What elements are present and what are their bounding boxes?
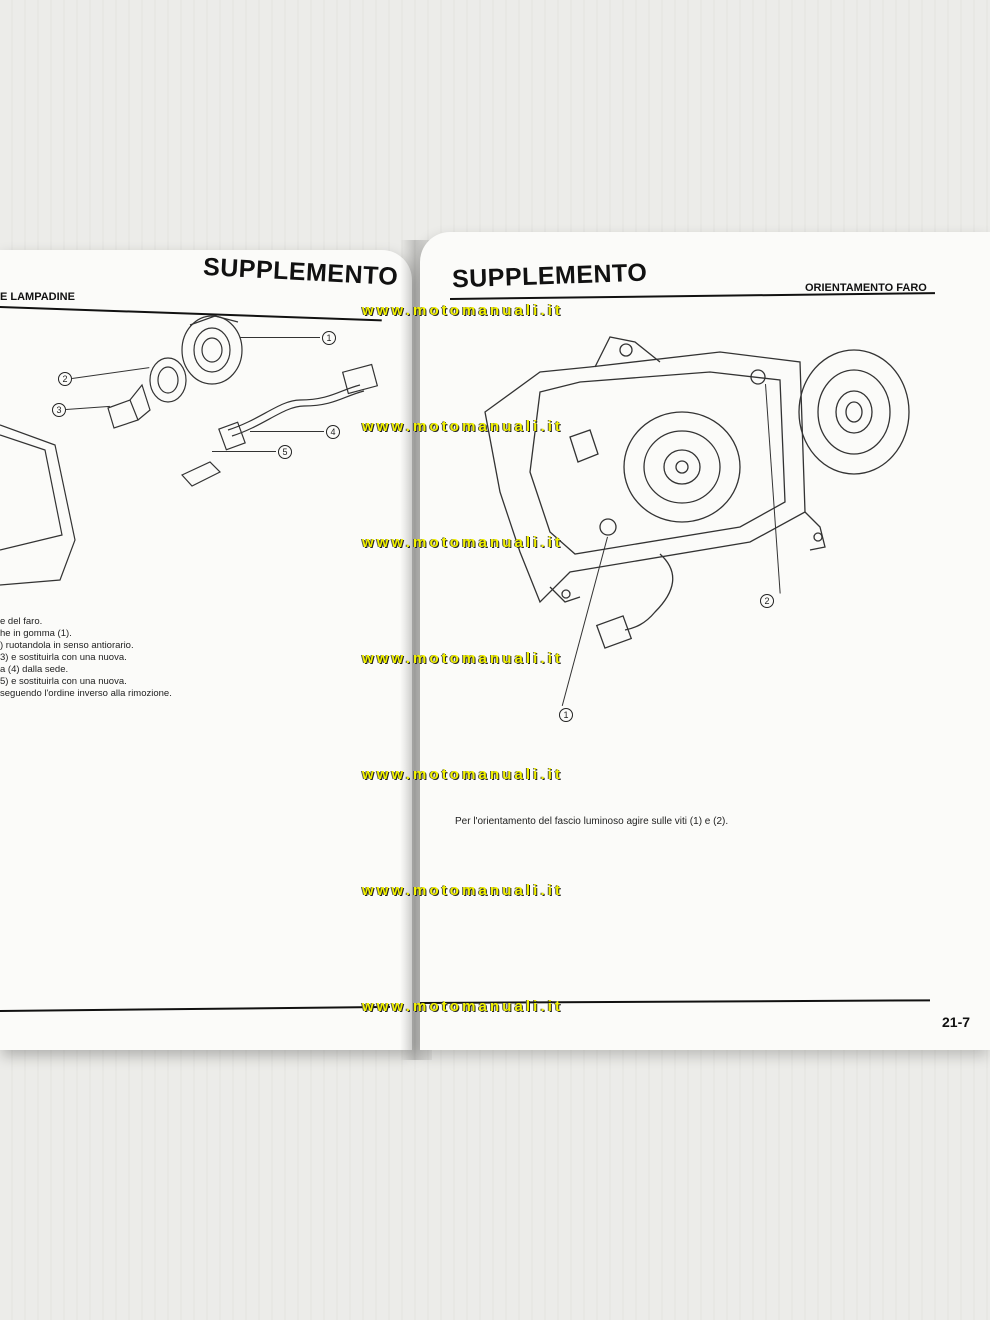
- watermark: www.motomanuali.it: [362, 766, 564, 783]
- instruction-list: e del faro. he in gomma (1). ) ruotandol…: [0, 616, 172, 700]
- watermark: www.motomanuali.it: [362, 302, 564, 319]
- callout-3: 3: [52, 403, 66, 417]
- instruction-line: a (4) dalla sede.: [0, 664, 69, 675]
- callout-4-leader: [250, 431, 324, 432]
- right-section-title: ORIENTAMENTO FARO: [805, 282, 927, 294]
- bulb-diagram: [0, 315, 379, 586]
- instruction-line: e del faro.: [0, 616, 43, 627]
- aiming-instruction: Per l'orientamento del fascio luminoso a…: [455, 816, 729, 827]
- aim-callout-1: 1: [559, 708, 573, 722]
- instruction-line: he in gomma (1).: [0, 628, 72, 639]
- watermark: www.motomanuali.it: [362, 998, 564, 1015]
- callout-5-leader: [212, 451, 276, 452]
- left-section-title: E LAMPADINE: [0, 291, 75, 303]
- watermark: www.motomanuali.it: [362, 534, 564, 551]
- watermark: www.motomanuali.it: [362, 650, 564, 667]
- aim-callout-2: 2: [760, 594, 774, 608]
- instruction-line: ) ruotandola in senso antiorario.: [0, 640, 134, 651]
- instruction-line: seguendo l'ordine inverso alla rimozione…: [0, 688, 172, 699]
- callout-1-leader: [240, 337, 320, 338]
- callout-1: 1: [322, 331, 336, 345]
- page-number: 21-7: [942, 1014, 971, 1030]
- headlight-diagram: [484, 336, 910, 649]
- instruction-line: 5) e sostituirla con una nuova.: [0, 676, 127, 687]
- watermark: www.motomanuali.it: [362, 882, 564, 899]
- left-page: SUPPLEMENTO E LAMPADINE 1: [0, 250, 412, 1050]
- right-page: SUPPLEMENTO ORIENTAMENTO FARO: [420, 232, 990, 1050]
- callout-4: 4: [326, 425, 340, 439]
- callout-2: 2: [58, 372, 72, 386]
- left-footer-rule: [0, 1005, 390, 1012]
- instruction-line: 3) e sostituirla con una nuova.: [0, 652, 127, 663]
- watermark: www.motomanuali.it: [362, 418, 564, 435]
- callout-5: 5: [278, 445, 292, 459]
